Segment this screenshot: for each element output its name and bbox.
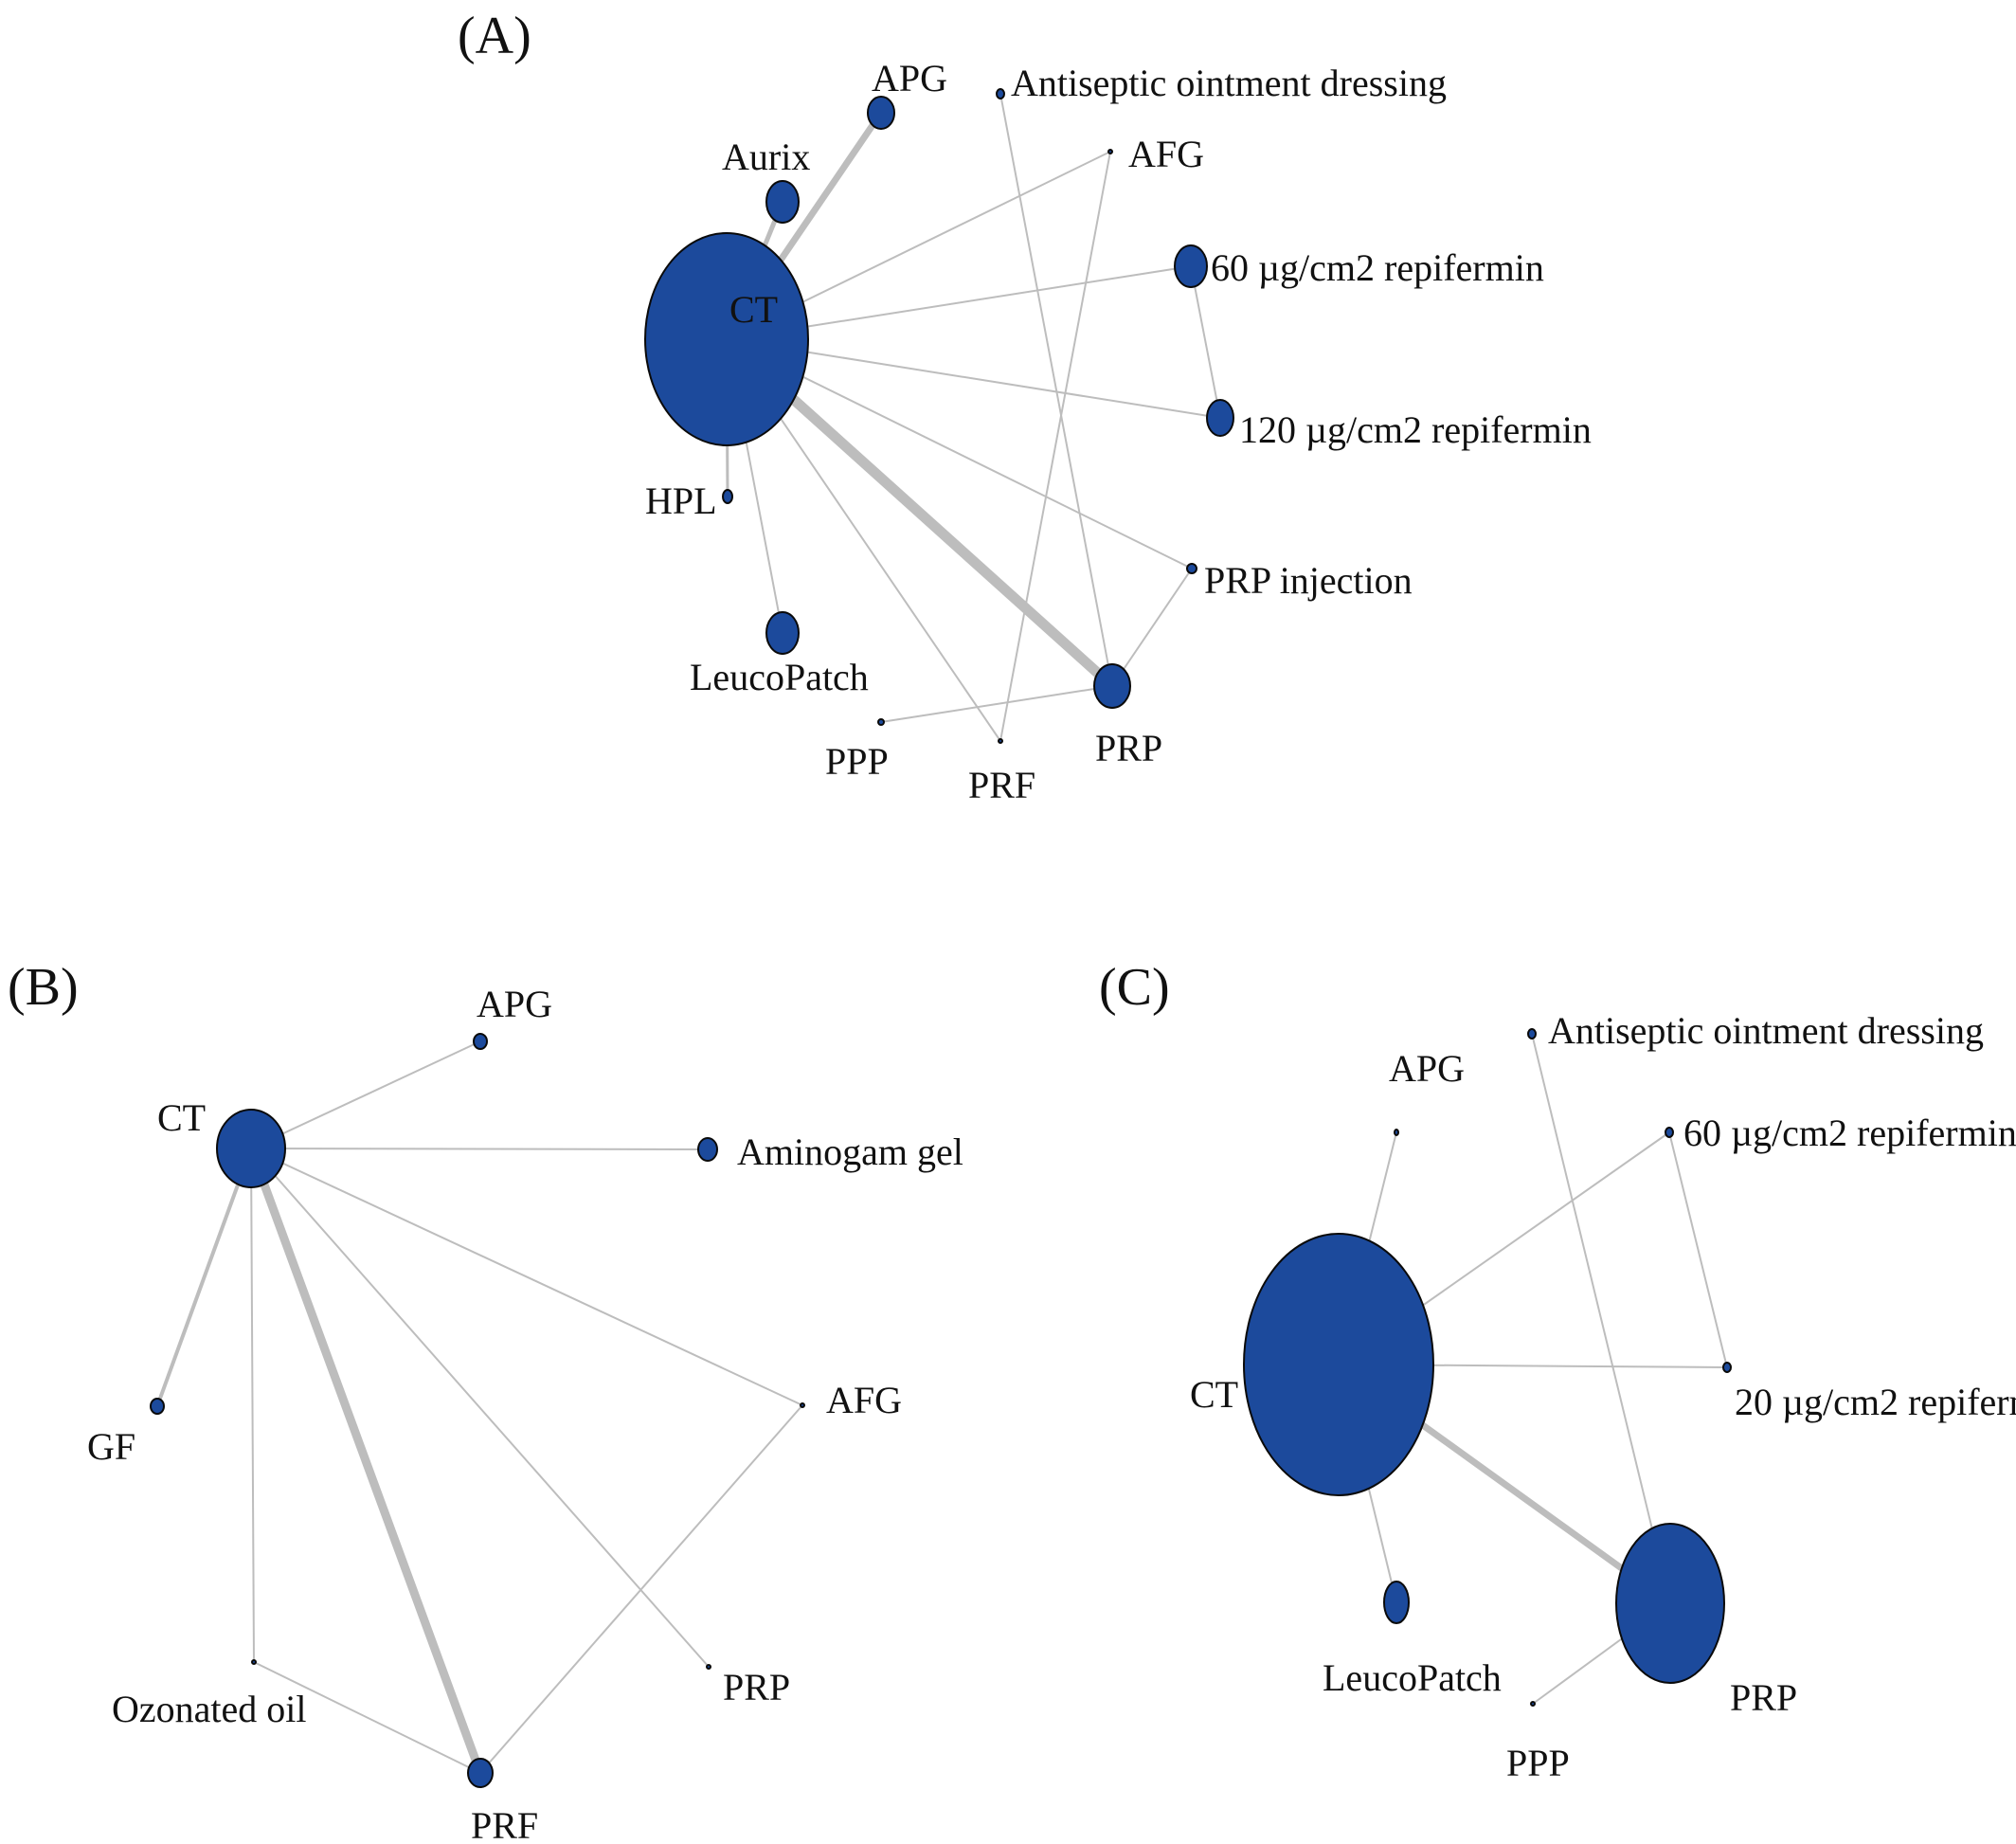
node-b-prf	[467, 1758, 494, 1788]
node-c-ppp	[1530, 1701, 1536, 1707]
node-b-ozonated	[251, 1659, 257, 1665]
node-a-leucopatch	[765, 611, 800, 655]
edge-b-ct-prf	[246, 1144, 485, 1778]
node-label-c-r60: 60 µg/cm2 repifermin	[1683, 1112, 2016, 1154]
edge-b-ct-apg	[250, 1040, 481, 1149]
node-a-r120	[1206, 399, 1234, 437]
edge-b-ct-prp	[250, 1148, 710, 1668]
node-label-c-r20: 20 µg/cm2 repifermin	[1735, 1381, 2016, 1423]
edge-b-afg-prf	[479, 1404, 803, 1774]
node-b-ct	[216, 1109, 286, 1188]
node-c-r20	[1722, 1362, 1732, 1373]
node-label-a-hpl: HPL	[645, 479, 717, 522]
edge-a-prpinj-prp	[1111, 568, 1193, 687]
panel-a-nodes	[644, 88, 1234, 744]
node-a-apg	[867, 96, 895, 130]
edge-c-asod-prp	[1531, 1033, 1671, 1604]
node-b-aminogam	[697, 1137, 718, 1162]
node-label-c-leucopatch: LeucoPatch	[1323, 1656, 1502, 1699]
node-c-leucopatch	[1383, 1581, 1410, 1624]
edge-b-ct-gf	[155, 1147, 253, 1408]
node-label-a-asod: Antiseptic ointment dressing	[1011, 62, 1447, 104]
edge-c-r60-r20	[1668, 1131, 1728, 1368]
edge-a-r60-r120	[1190, 265, 1221, 419]
node-c-asod	[1527, 1028, 1537, 1040]
node-a-prf	[998, 738, 1003, 744]
edge-a-ct-prpinj	[726, 338, 1193, 569]
node-label-c-ct: CT	[1190, 1373, 1238, 1416]
edge-a-ppp-prp	[880, 685, 1113, 723]
node-label-a-prpinj: PRP injection	[1204, 559, 1413, 602]
node-c-apg	[1394, 1129, 1399, 1136]
node-a-ct	[644, 232, 809, 446]
panel-b-edges	[155, 1040, 803, 1778]
node-b-afg	[800, 1402, 805, 1408]
network-panel-c: (C) CT APG Antiseptic ointment dressing 60 …	[1099, 958, 2016, 1784]
node-label-b-gf: GF	[87, 1425, 135, 1468]
node-a-r60	[1174, 244, 1208, 288]
panel-c-nodes	[1243, 1028, 1732, 1707]
node-a-hpl	[722, 489, 733, 504]
node-a-afg	[1107, 149, 1113, 154]
panel-a-labels: CT APG Aurix Antiseptic ointment dressingAF…	[645, 57, 1592, 806]
panel-c-label: (C)	[1099, 958, 1170, 1017]
node-label-a-ppp: PPP	[825, 740, 889, 783]
node-a-prp	[1093, 663, 1131, 709]
node-label-c-asod: Antiseptic ointment dressing	[1548, 1009, 1984, 1052]
edge-a-ct-r120	[726, 338, 1221, 419]
node-label-a-prf: PRF	[968, 764, 1035, 806]
node-label-a-ct: CT	[729, 288, 778, 331]
network-panel-a: (A) CT APG Aurix Antiseptic ointment dressi…	[458, 7, 1592, 806]
edge-b-ct-aminogam	[250, 1148, 709, 1150]
node-label-a-apg: APG	[872, 57, 947, 99]
node-c-r60	[1665, 1127, 1674, 1138]
node-label-b-prp: PRP	[723, 1666, 790, 1708]
panel-a-label: (A)	[458, 7, 531, 65]
panel-b-label: (B)	[8, 958, 79, 1017]
edge-a-afg-prf	[999, 151, 1111, 742]
edge-b-ct-ozonated	[250, 1148, 255, 1663]
node-label-b-ct: CT	[157, 1096, 206, 1139]
node-label-a-r120: 120 µg/cm2 repifermin	[1239, 408, 1592, 451]
panel-c-labels: CT APG Antiseptic ointment dressing 60 µg/c…	[1190, 1009, 2016, 1784]
panel-b-nodes	[150, 1033, 805, 1788]
node-a-ppp	[877, 718, 885, 726]
edge-a-asod-prp	[999, 93, 1113, 687]
node-label-b-apg: APG	[477, 983, 552, 1025]
node-label-c-apg: APG	[1389, 1047, 1465, 1090]
node-label-a-aurix: Aurix	[722, 136, 810, 178]
node-b-prp	[706, 1664, 711, 1670]
panel-a-edges	[721, 93, 1221, 742]
edge-b-ozonated-prf	[253, 1661, 481, 1774]
node-c-prp	[1615, 1523, 1725, 1684]
node-label-c-ppp: PPP	[1506, 1742, 1570, 1784]
node-b-apg	[473, 1033, 488, 1050]
edge-b-ct-afg	[250, 1148, 803, 1406]
node-label-b-aminogam: Aminogam gel	[737, 1130, 963, 1173]
node-label-a-afg: AFG	[1128, 133, 1204, 175]
node-label-a-r60: 60 µg/cm2 repifermin	[1211, 246, 1544, 289]
node-label-a-prp: PRP	[1095, 727, 1162, 769]
node-a-prpinj	[1186, 563, 1197, 574]
node-a-asod	[996, 88, 1005, 99]
node-label-b-ozonated: Ozonated oil	[112, 1688, 307, 1730]
node-c-ct	[1243, 1233, 1434, 1496]
node-a-aurix	[765, 180, 800, 224]
node-label-c-prp: PRP	[1730, 1676, 1797, 1719]
node-label-b-prf: PRF	[471, 1804, 538, 1844]
node-label-a-leucopatch: LeucoPatch	[690, 656, 869, 698]
node-label-b-afg: AFG	[826, 1379, 902, 1421]
node-b-gf	[150, 1398, 165, 1415]
